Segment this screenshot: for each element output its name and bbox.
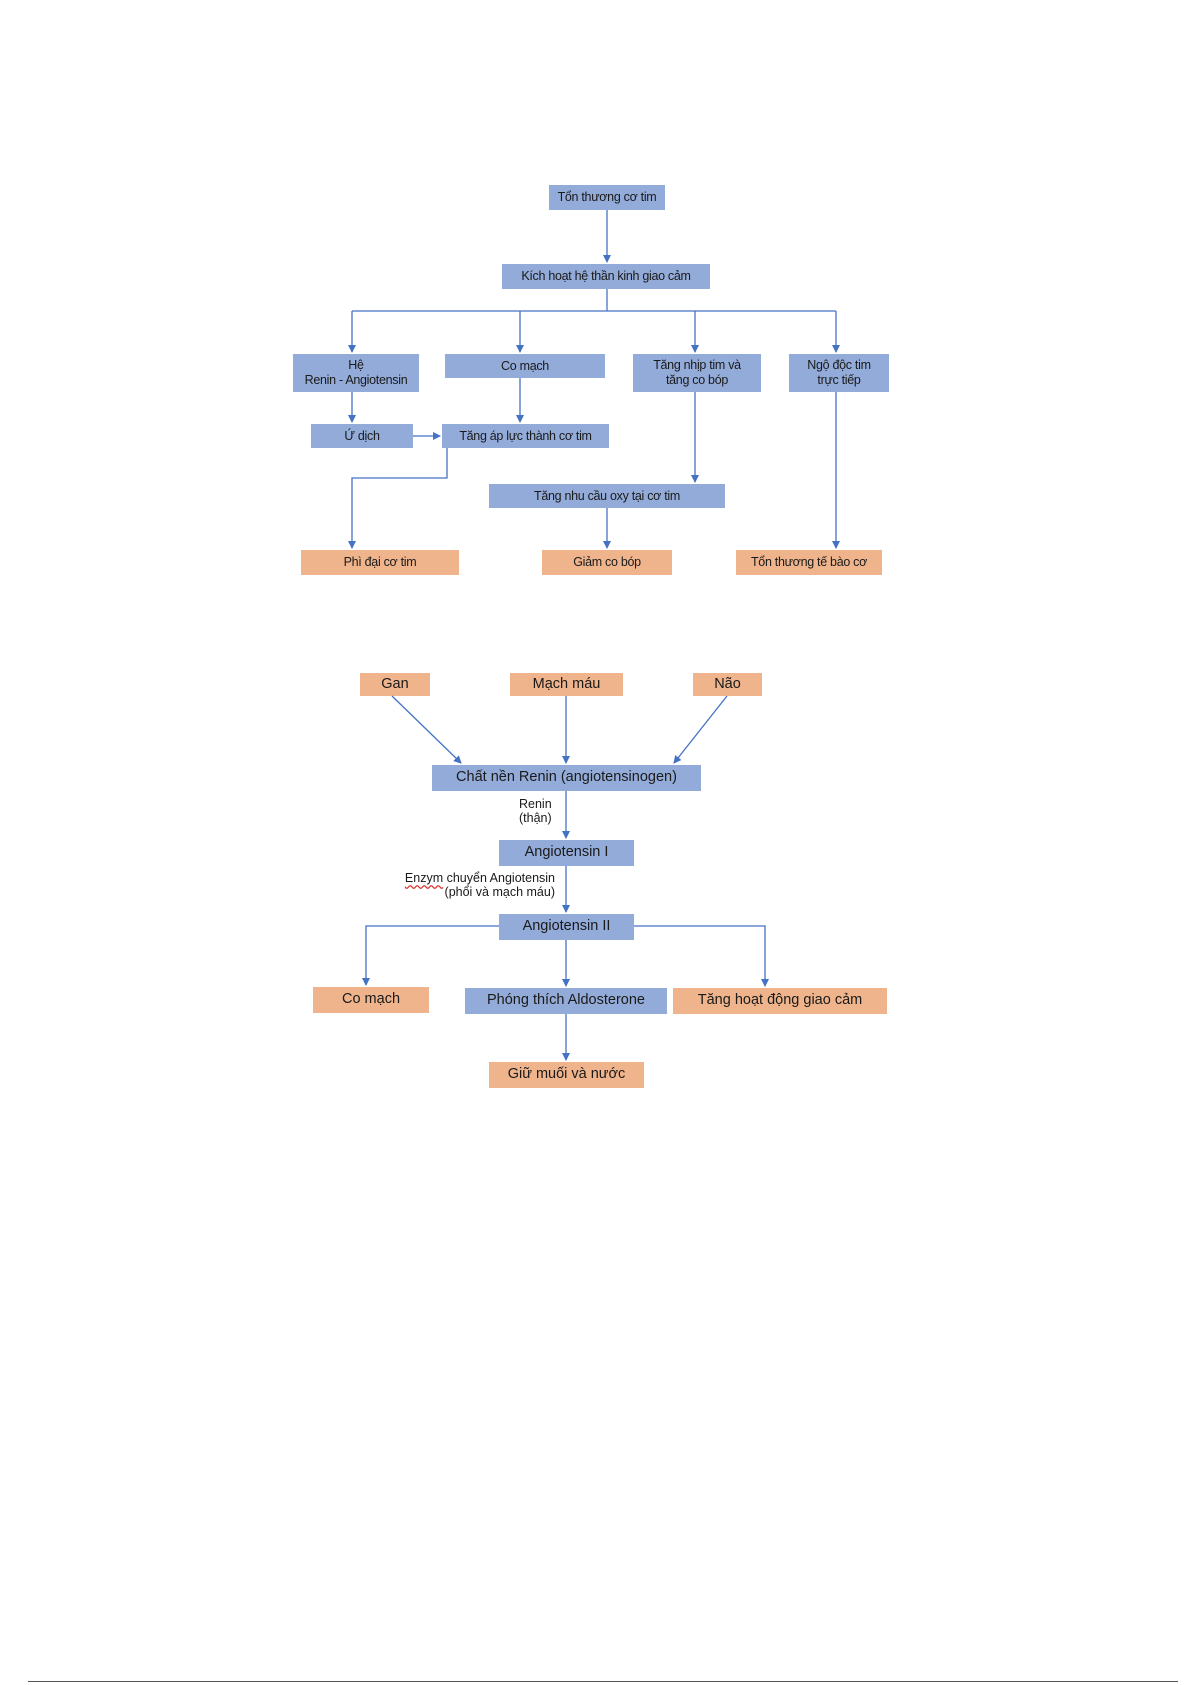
node-tang-nhip-tim: Tăng nhịp tim và tăng co bóp xyxy=(633,354,761,392)
node-phi-dai-co-tim: Phì đại cơ tim xyxy=(301,550,459,575)
node-chat-nen-renin: Chất nền Renin (angiotensinogen) xyxy=(432,765,701,791)
node-angiotensin-1: Angiotensin I xyxy=(499,840,634,866)
node-giam-co-bop: Giảm co bóp xyxy=(542,550,672,575)
arrow-nao-to-chat-nen xyxy=(673,695,728,764)
node-tang-nhip-line2: tăng co bóp xyxy=(665,373,729,387)
arrow-gan-to-chat-nen xyxy=(391,695,462,764)
node-tang-nhip-line1: Tăng nhịp tim và xyxy=(653,358,741,372)
node-tang-hoat-dong-giao-cam: Tăng hoạt động giao cảm xyxy=(673,988,887,1014)
node-tang-ap-luc: Tăng áp lực thành cơ tim xyxy=(442,424,609,448)
node-ngo-doc-line1: Ngộ độc tim xyxy=(807,358,871,372)
node-he-line2: Renin - Angiotensin xyxy=(304,373,408,387)
label-enzym-rest: chuyển Angiotensin xyxy=(443,871,555,885)
arrow-ap-luc-to-phi-dai xyxy=(348,448,448,549)
node-he-renin-angiotensin: Hệ Renin - Angiotensin xyxy=(293,354,419,392)
label-enzym: Enzym chuyển Angiotensin (phổi và mạch m… xyxy=(377,871,555,900)
node-nao: Não xyxy=(693,673,762,696)
node-tang-nhu-cau-oxy: Tăng nhu cầu oxy tại cơ tim xyxy=(489,484,725,508)
footer-rule xyxy=(28,1681,1178,1682)
label-renin: Renin (thận) xyxy=(519,797,552,826)
node-kich-hoat-giao-cam: Kích hoạt hệ thần kinh giao cảm xyxy=(502,264,710,289)
node-ngo-doc-line2: trực tiếp xyxy=(817,373,861,387)
node-mach-mau: Mạch máu xyxy=(510,673,623,696)
node-gan: Gan xyxy=(360,673,430,696)
label-renin-line1: Renin xyxy=(519,797,552,811)
node-ngo-doc-tim: Ngộ độc tim trực tiếp xyxy=(789,354,889,392)
node-u-dich: Ứ dịch xyxy=(311,424,413,448)
label-renin-line2: (thận) xyxy=(519,810,552,825)
label-enzym-line2: (phổi và mạch máu) xyxy=(444,884,555,899)
node-ton-thuong-te-bao-co: Tổn thương tế bào cơ xyxy=(736,550,882,575)
node-he-line1: Hệ xyxy=(348,358,364,372)
arrow-angiotensin-2-to-co-mach xyxy=(362,925,499,986)
arrow-angiotensin-2-to-giao-cam xyxy=(634,925,769,987)
label-enzym-word: Enzym xyxy=(404,871,444,885)
node-phong-thich-aldosterone: Phóng thích Aldosterone xyxy=(465,988,667,1014)
label-enzym-line1: Enzym chuyển Angiotensin xyxy=(377,871,555,886)
node-angiotensin-2: Angiotensin II xyxy=(499,914,634,940)
node-co-mach-1: Co mạch xyxy=(445,354,605,378)
node-co-mach-2: Co mạch xyxy=(313,987,429,1013)
node-ton-thuong-co-tim: Tổn thương cơ tim xyxy=(549,185,665,210)
node-giu-muoi-va-nuoc: Giữ muối và nước xyxy=(489,1062,644,1088)
